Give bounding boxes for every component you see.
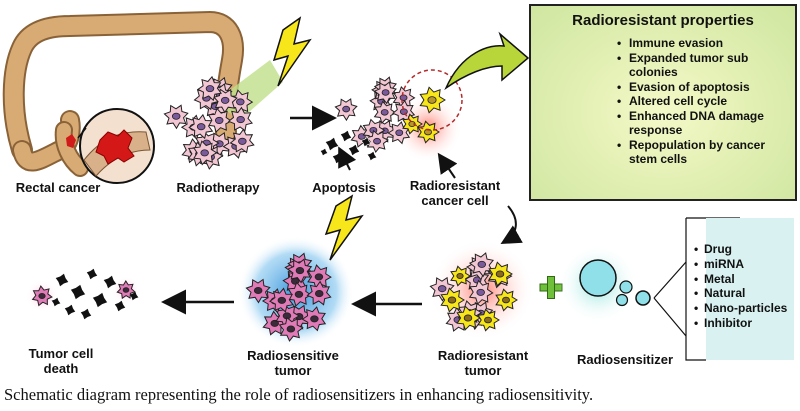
radiosensitizer-item: Drug — [694, 242, 787, 257]
colon-illustration — [2, 10, 244, 177]
cell-nucleus — [395, 129, 404, 137]
tumor-cluster-radiosensitive — [245, 252, 332, 342]
cell-nucleus — [427, 96, 437, 104]
cell-nucleus — [295, 267, 305, 275]
cell-fragment — [50, 296, 62, 308]
cell-fragment — [319, 147, 329, 157]
radiosensitizer-item: Metal — [694, 272, 787, 287]
tumor-cluster-radiotherapy — [163, 75, 255, 170]
radiosensitizer-item: Natural — [694, 286, 787, 301]
property-item: Altered cell cycle — [617, 94, 789, 109]
cell-nucleus — [477, 260, 487, 268]
cell-nucleus — [286, 325, 296, 333]
label-radioresistant-cancer-cell: Radioresistant cancer cell — [409, 178, 501, 208]
label-radiotherapy: Radiotherapy — [176, 180, 260, 195]
label-radiosensitizer: Radiosensitizer — [576, 352, 674, 367]
radiosensitizer-item: miRNA — [694, 257, 787, 272]
radiosensitizer-item: Nano-particles — [694, 301, 787, 316]
cell-fragment — [91, 291, 109, 309]
dashed-highlight-circle — [401, 69, 463, 131]
properties-title: Radioresistant properties — [572, 12, 754, 29]
cell-nucleus — [122, 287, 130, 293]
tumor-cluster-apoptosis — [334, 76, 446, 154]
label-radiosensitive-tumor: Radiosensitive tumor — [247, 348, 339, 378]
cell-fragment — [63, 303, 77, 317]
lightning-bolt-1-icon — [272, 16, 312, 87]
cell-nucleus — [310, 315, 319, 323]
cell-nucleus — [196, 123, 206, 131]
cell-fragment — [102, 274, 118, 290]
cell-nucleus — [314, 273, 324, 281]
properties-list: Immune evasionExpanded tumor sub colonie… — [617, 36, 789, 167]
cell-nucleus — [314, 290, 324, 298]
label-rectal-cancer: Rectal cancer — [15, 180, 101, 195]
cell-nucleus — [270, 319, 279, 327]
cell-nucleus — [253, 286, 263, 294]
dead-cells — [31, 267, 140, 321]
cell-nucleus — [463, 314, 473, 322]
property-item: Immune evasion — [617, 36, 789, 51]
cell-fragment — [69, 283, 87, 301]
figure-caption: Schematic diagram representing the role … — [4, 385, 594, 404]
cell-fragment — [360, 136, 372, 148]
cell-nucleus — [456, 272, 464, 279]
label-radioresistant-tumor: Radioresistant tumor — [437, 348, 529, 378]
radiosensitizer-list: DrugmiRNAMetalNaturalNano-particlesInhib… — [694, 242, 787, 331]
property-item: Enhanced DNA damage response — [617, 109, 789, 138]
cell-fragment — [324, 136, 340, 152]
property-item: Expanded tumor sub colonies — [617, 51, 789, 80]
cell-nucleus — [38, 292, 46, 299]
cell-nucleus — [220, 96, 230, 104]
cell-nucleus — [437, 285, 447, 293]
cell-fragment — [79, 307, 93, 321]
magnified-tumor-circle — [77, 108, 155, 184]
green-arrow-to-properties — [444, 31, 530, 91]
cell-nucleus — [484, 316, 492, 324]
cell-nucleus — [277, 296, 287, 304]
cell-fragment — [366, 150, 378, 162]
cell-nucleus — [447, 296, 457, 304]
label-apoptosis: Apoptosis — [312, 180, 376, 195]
cell-nucleus — [399, 94, 408, 101]
tumor-spot — [66, 134, 76, 148]
cell-nucleus — [205, 85, 215, 93]
curved-arrow-down — [500, 205, 523, 244]
cell-nucleus — [380, 109, 389, 116]
cell-nucleus — [200, 149, 209, 157]
lightning-bolt-2-icon — [324, 194, 364, 261]
cell-fragment — [113, 299, 127, 313]
tumor-cluster-radioresistant — [429, 252, 518, 332]
cell-nucleus — [236, 116, 245, 124]
cell-nucleus — [381, 89, 390, 96]
label-tumor-cell-death: Tumor cell death — [28, 346, 94, 376]
cell-fragment — [54, 272, 70, 288]
property-item: Repopulation by cancer stem cells — [617, 138, 789, 167]
cell-nucleus — [495, 270, 505, 278]
cell-nucleus — [238, 137, 247, 145]
radiosensitizer-bubbles — [579, 259, 651, 307]
cell-nucleus — [294, 290, 304, 298]
cell-nucleus — [236, 98, 245, 106]
cell-nucleus — [214, 116, 224, 124]
cell-nucleus — [373, 137, 381, 145]
cell-fragment — [85, 267, 99, 281]
cell-fragment — [339, 129, 353, 143]
cell-nucleus — [476, 288, 485, 296]
cell-nucleus — [342, 105, 351, 113]
property-item: Evasion of apoptosis — [617, 80, 789, 95]
radiosensitizer-item: Inhibitor — [694, 316, 787, 331]
cell-nucleus — [171, 112, 181, 120]
cell-nucleus — [502, 296, 510, 304]
